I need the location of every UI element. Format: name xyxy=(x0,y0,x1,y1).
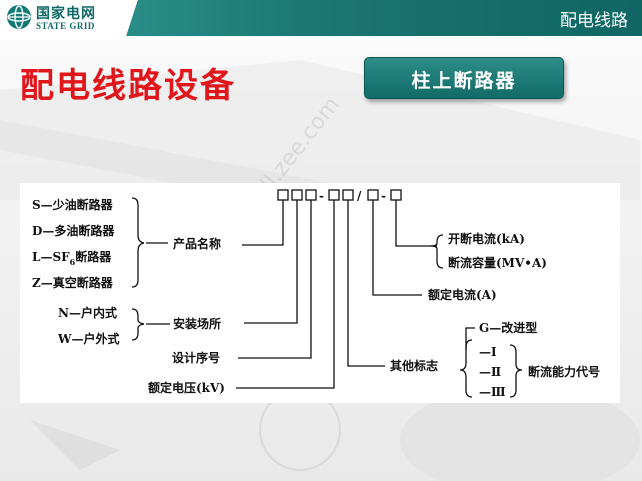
line-breaking xyxy=(395,200,437,247)
label-rated-voltage: 额定电压(kV) xyxy=(148,380,225,395)
label-install-place: 安装场所 xyxy=(173,316,221,331)
label-breaking-capacity: 断流容量(MV•A) xyxy=(448,255,547,270)
label-other-mark: 其他标志 xyxy=(390,358,438,373)
label-breaking-current: 开断电流(kA) xyxy=(448,231,525,246)
code-box-2 xyxy=(291,189,303,201)
brace-capacity-right xyxy=(509,344,523,398)
line-design-number xyxy=(238,200,312,359)
state-grid-logo-icon xyxy=(7,5,31,29)
label-capacity-level-1: —Ⅰ xyxy=(479,345,497,359)
logo-text-en: STATE GRID xyxy=(36,21,95,31)
code-dash-1: - xyxy=(319,189,324,203)
label-capacity-level-2: —Ⅱ xyxy=(479,365,501,379)
label-install-outdoor: W—户外式 xyxy=(57,331,119,346)
code-box-3 xyxy=(305,189,317,201)
line-install-place xyxy=(244,200,298,324)
code-box-1 xyxy=(277,189,289,201)
label-improved: G—改进型 xyxy=(479,320,537,335)
section-label: 配电线路 xyxy=(560,11,628,31)
page-title: 配电线路设备 xyxy=(20,66,236,106)
logo-text-cn: 国家电网 xyxy=(36,6,96,22)
subtitle: 柱上断路器 xyxy=(411,70,517,92)
line-improved xyxy=(465,327,475,350)
code-dash-2: - xyxy=(381,189,386,203)
brace-product-types xyxy=(131,197,145,288)
header: 国家电网 STATE GRID 配电线路 xyxy=(0,0,642,36)
subtitle-box: 柱上断路器 xyxy=(364,57,564,99)
line-product-name xyxy=(242,200,284,246)
code-box-4 xyxy=(328,189,340,201)
label-install-indoor: N—户内式 xyxy=(58,305,117,320)
label-design-number: 设计序号 xyxy=(172,350,220,365)
code-box-6 xyxy=(367,189,379,201)
model-code-diagram: - / - xyxy=(20,183,620,403)
code-box-7 xyxy=(390,189,402,201)
label-rated-current: 额定电流(A) xyxy=(428,287,497,302)
line-rated-current xyxy=(372,200,422,296)
code-slash: / xyxy=(357,189,362,203)
brace-install-types xyxy=(131,308,145,341)
line-other-mark xyxy=(347,200,385,367)
label-capacity-level-3: —Ⅲ xyxy=(479,385,506,399)
header-band xyxy=(110,0,642,36)
code-boxes xyxy=(277,189,402,201)
label-product-type-l: L—SF6断路器 xyxy=(32,249,112,267)
brace-breaking xyxy=(430,234,444,269)
sf6-subscript: 6 xyxy=(70,257,76,267)
logo: 国家电网 STATE GRID xyxy=(0,0,120,36)
label-product-type-s: S—少油断路器 xyxy=(32,197,114,212)
label-capacity-code: 断流能力代号 xyxy=(528,364,600,379)
label-product-name: 产品名称 xyxy=(173,236,221,251)
label-product-type-d: D—多油断路器 xyxy=(32,223,115,238)
code-box-5 xyxy=(342,189,354,201)
diagram-svg: - / - xyxy=(32,189,600,399)
connector-lines xyxy=(131,197,523,398)
line-rated-voltage xyxy=(236,200,335,389)
label-product-type-z: Z—真空断路器 xyxy=(32,275,114,290)
